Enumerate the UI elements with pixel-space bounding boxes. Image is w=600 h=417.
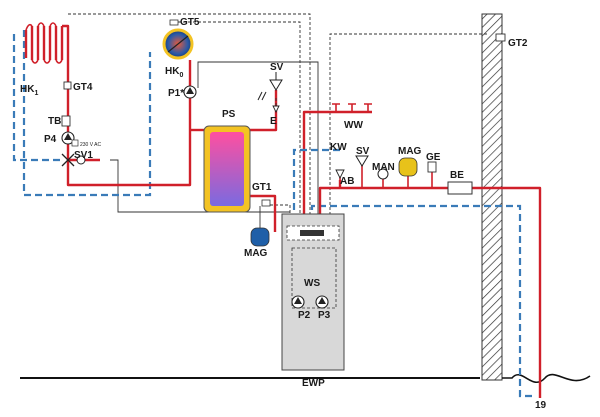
label-sv1: SV1	[74, 150, 93, 161]
mag-top-vessel-icon	[398, 157, 418, 177]
sv-mid-valve-icon	[355, 155, 369, 167]
return-line-left	[12, 34, 60, 162]
gt2-sensor-icon	[495, 33, 506, 42]
gt1-sensor-icon	[261, 199, 271, 207]
flow-line-ps-bottom	[248, 194, 277, 232]
pump-p3-arrow	[318, 297, 326, 304]
label-gt1: GT1	[252, 182, 272, 193]
return-line-hk1	[22, 30, 152, 197]
ewp-display	[300, 230, 324, 236]
control-line-top	[68, 13, 311, 215]
tb-thermostat-icon	[61, 115, 71, 127]
pump-p1-arrow	[186, 87, 194, 94]
label-ab: AB	[340, 176, 354, 187]
sv-top-drain-icon	[257, 91, 267, 101]
label-sv-top: SV	[270, 62, 284, 73]
label-p2: P2	[298, 310, 311, 321]
label-gt4: GT4	[73, 82, 93, 93]
ww-taps	[335, 104, 369, 112]
ground-line-outside	[502, 373, 591, 384]
be-tank-icon	[447, 181, 473, 195]
label-ws: WS	[304, 278, 320, 289]
e-valve-icon	[272, 105, 280, 114]
flow-line-be	[318, 180, 542, 378]
voltage-box-icon	[71, 139, 79, 147]
label-e: E	[270, 116, 277, 127]
ws-exchanger	[291, 247, 337, 309]
ab-valve-icon	[335, 169, 345, 180]
hk0-slash	[167, 35, 189, 53]
sv-top-valve-icon	[269, 79, 283, 91]
label-hk1: HK1	[20, 84, 38, 97]
label-p3: P3	[318, 310, 331, 321]
label-kw: KW	[330, 142, 347, 153]
label-mag-top: MAG	[398, 146, 422, 157]
label-p4: P4	[44, 134, 57, 145]
ps-tank-inner	[210, 132, 244, 206]
sv1-mixer-valve-icon	[61, 153, 75, 167]
gt5-sensor-icon	[169, 19, 179, 26]
sv1-actuator-icon	[76, 155, 86, 165]
label-voltage: 230 V AC	[80, 142, 102, 148]
flow-line-hk1	[62, 24, 192, 187]
control-line-gt2	[329, 33, 488, 215]
label-ewp: EWP	[302, 378, 325, 389]
flow-line-ww	[302, 110, 372, 232]
gt4-sensor-icon	[63, 81, 72, 90]
radiator-hk1-bends	[25, 22, 63, 64]
label-tb: TB	[48, 116, 61, 127]
label-gt5: GT5	[180, 17, 200, 28]
label-gt2: GT2	[508, 38, 528, 49]
label-sv-mid: SV	[356, 146, 370, 157]
line-kw	[292, 148, 344, 232]
label-mag-bottom: MAG	[244, 248, 268, 259]
ge-vent-icon	[427, 161, 437, 173]
label-be: BE	[450, 170, 464, 181]
label-hk0: HK0	[165, 66, 183, 79]
building-wall	[481, 13, 503, 381]
label-ge: GE	[426, 152, 441, 163]
pump-p2-arrow	[294, 297, 302, 304]
label-ps: PS	[222, 109, 236, 120]
line-p1-to-unit	[197, 61, 319, 215]
label-man: MAN	[372, 162, 395, 173]
radiator-hk1	[24, 26, 64, 60]
mag-bottom-vessel-icon	[250, 227, 270, 247]
label-19: 19	[535, 400, 547, 411]
label-ww: WW	[344, 120, 363, 131]
pump-p4-arrow	[64, 133, 72, 140]
man-gauge-icon	[377, 168, 389, 180]
label-p1: P1*	[168, 88, 184, 99]
